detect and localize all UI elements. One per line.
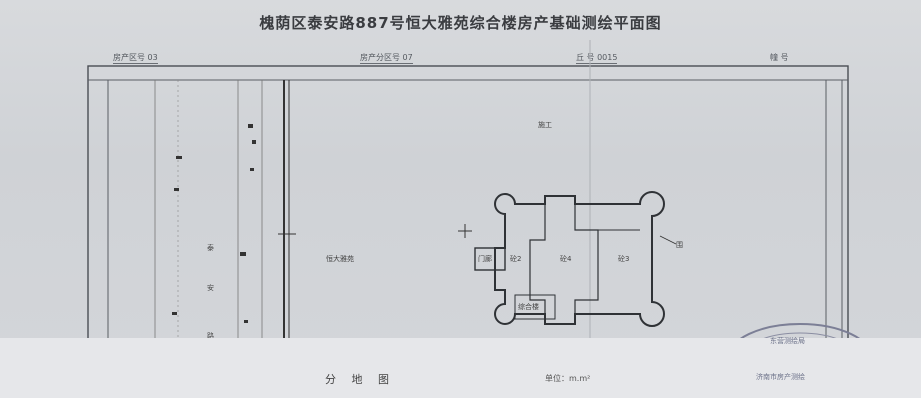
- label-construction: 施工: [538, 121, 552, 129]
- label-road-3: 路: [207, 332, 214, 340]
- header-district: 房产区号 03: [113, 53, 158, 64]
- unit-label: 单位：m.m²: [545, 374, 591, 383]
- header-building: 幢 号: [770, 53, 789, 62]
- label-unit-center: 砼4: [560, 255, 572, 263]
- label-unit-left: 砼2: [510, 255, 522, 263]
- footer-band: [0, 338, 921, 398]
- label-road-2: 安: [207, 284, 214, 292]
- header-subdistrict: 房产分区号 07: [360, 53, 413, 64]
- map-name: 分 地 图: [325, 373, 395, 386]
- label-door: 门廊: [478, 255, 492, 263]
- label-community: 恒大雅苑: [326, 255, 354, 263]
- header-block: 丘 号 0015: [576, 53, 618, 64]
- label-unit-right: 砼3: [618, 255, 630, 263]
- label-road-1: 泰: [207, 244, 214, 252]
- label-wall: 围: [676, 241, 683, 249]
- stamp-line: 济南市房产测绘: [756, 373, 805, 381]
- label-annex: 综合楼: [518, 303, 539, 311]
- document-title: 槐荫区泰安路887号恒大雅苑综合楼房产基础测绘平面图: [259, 14, 662, 32]
- stamp-top-text: 东营测绘局: [770, 337, 805, 345]
